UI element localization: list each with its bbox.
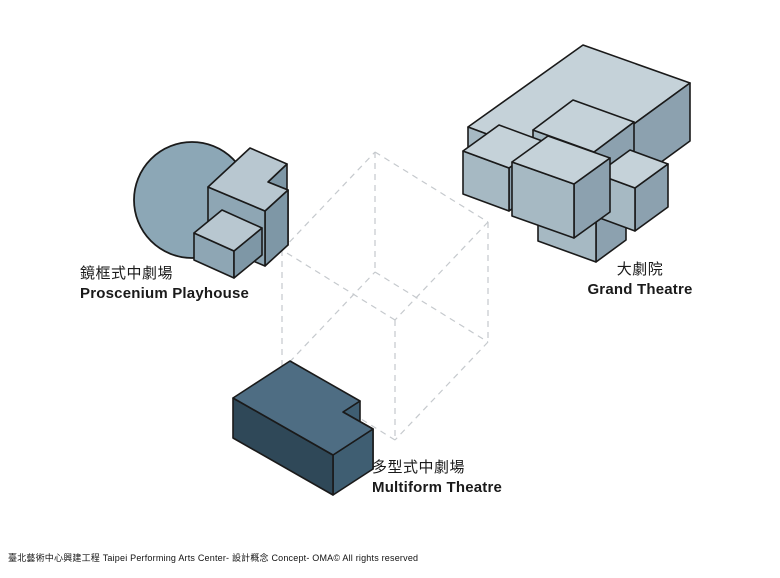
multiform-label-en: Multiform Theatre <box>372 479 503 497</box>
multiform-theatre-volume <box>232 360 374 496</box>
dashed-cube-edge <box>374 151 489 223</box>
dashed-cube-edge <box>394 221 489 321</box>
multiform-label: 多型式中劇場 Multiform Theatre <box>372 458 502 499</box>
grand-theatre-label-en: Grand Theatre <box>587 281 693 299</box>
proscenium-label-en: Proscenium Playhouse <box>80 285 250 303</box>
proscenium-label-zh: 鏡框式中劇場 <box>80 265 174 282</box>
dashed-cube-edge <box>281 151 376 251</box>
dashed-cube-edge <box>374 271 489 343</box>
dashed-cube-edge <box>281 249 396 321</box>
grand-theatre-label-zh: 大劇院 <box>616 261 664 278</box>
proscenium-lower-box-top-face <box>193 209 263 252</box>
multiform-label-zh: 多型式中劇場 <box>372 459 466 476</box>
multiform-top-face <box>232 360 374 456</box>
footer-credit: 臺北藝術中心興建工程 Taipei Performing Arts Center… <box>8 553 419 563</box>
grand-theatre-volume <box>462 44 691 263</box>
grand-cross-right-cube-top <box>596 149 669 189</box>
proscenium-label: 鏡框式中劇場 Proscenium Playhouse <box>80 264 249 305</box>
grand-theatre-label: 大劇院 Grand Theatre <box>572 260 708 301</box>
proscenium-upper-box-top-face <box>207 147 289 212</box>
dashed-cube-edge <box>281 271 376 371</box>
dashed-cube-edge <box>394 341 489 441</box>
proscenium-playhouse-volume <box>133 141 289 279</box>
grand-cross-central-cube-top <box>511 135 611 185</box>
